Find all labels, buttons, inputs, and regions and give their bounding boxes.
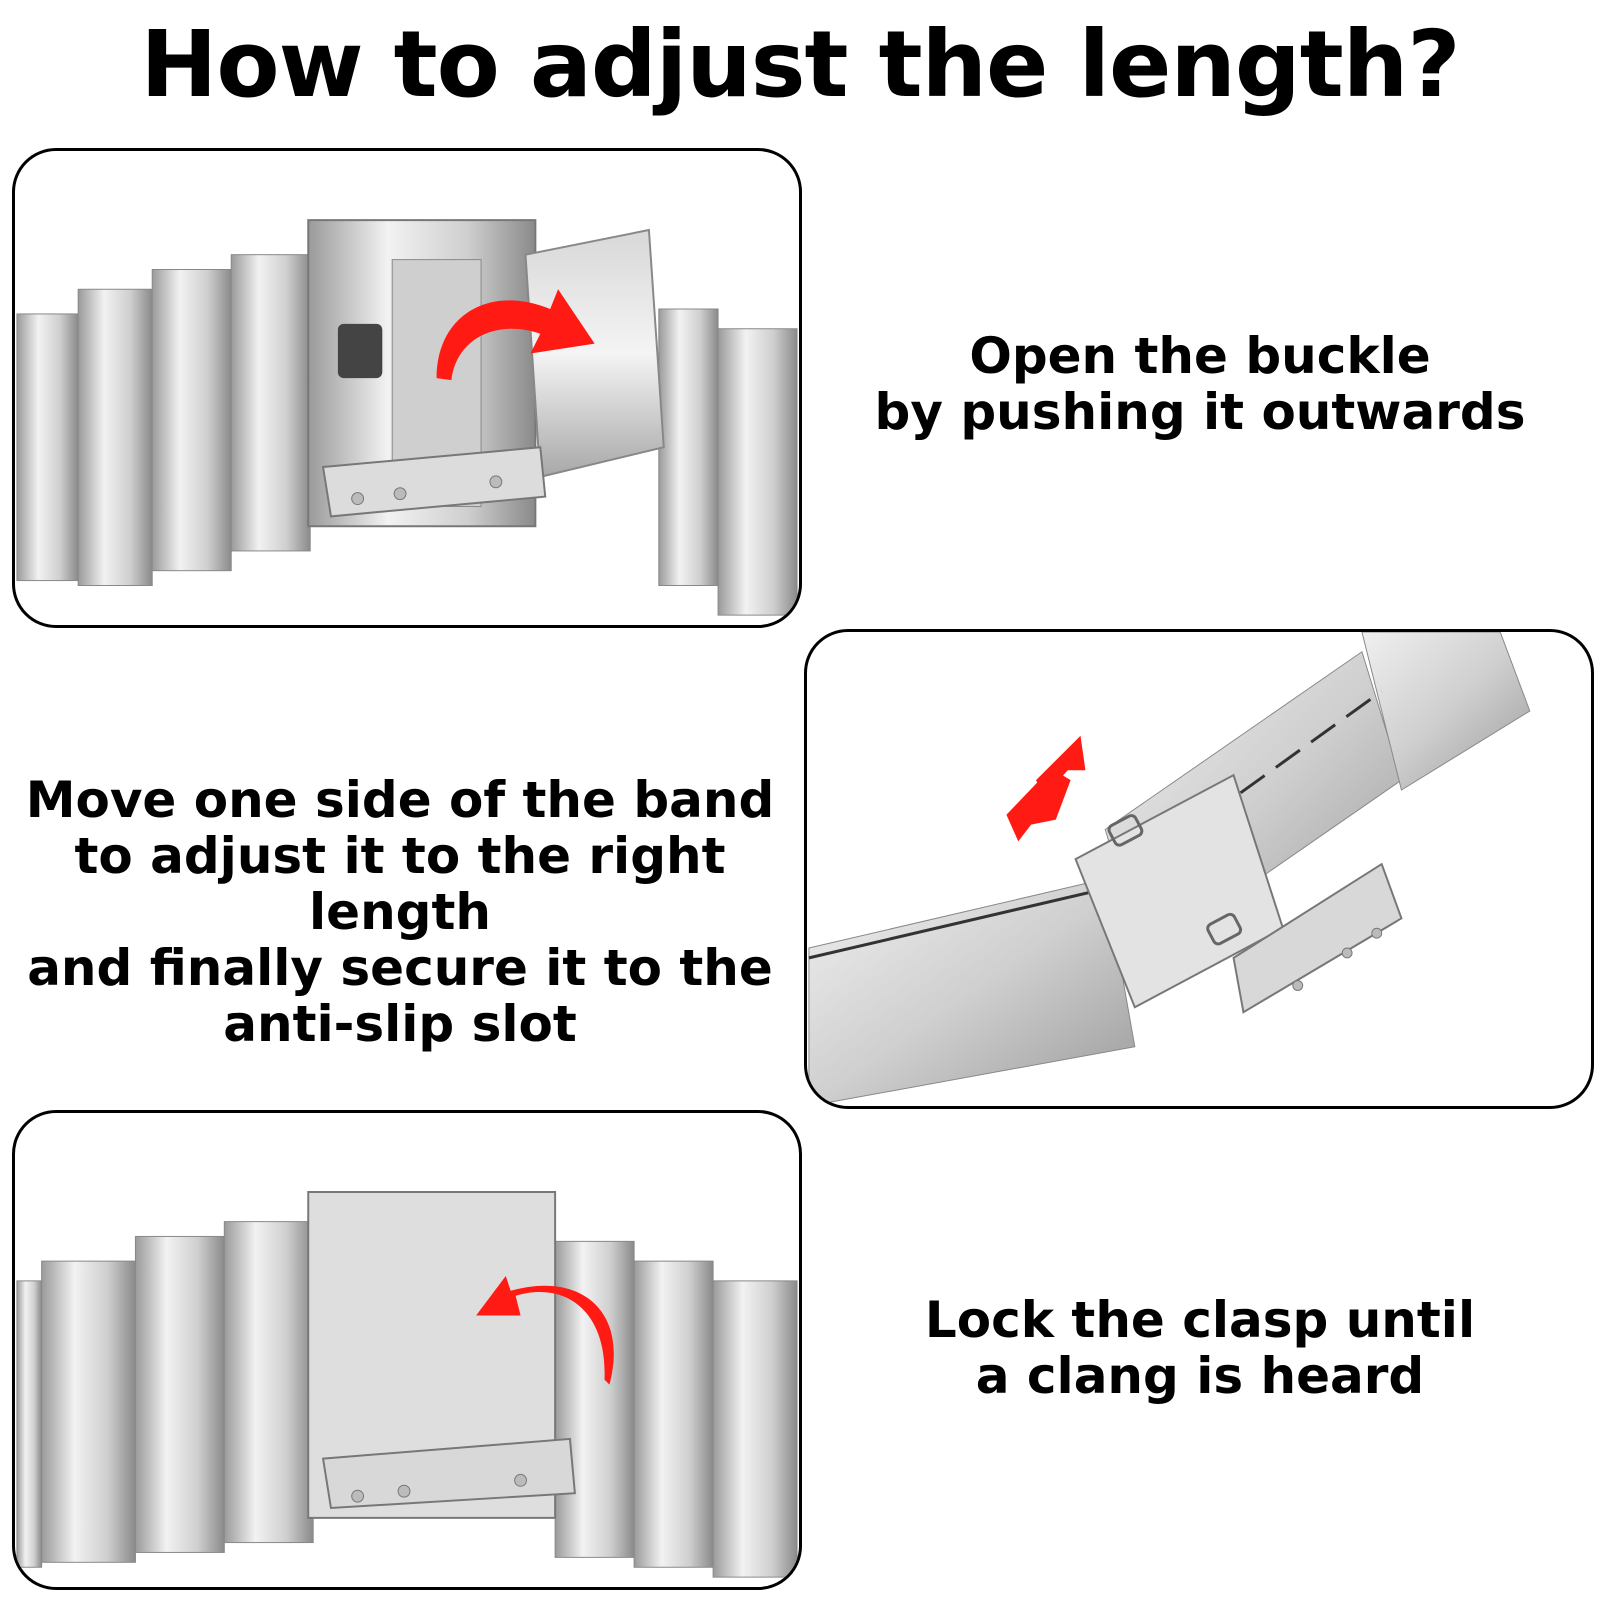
clasp-locked-illustration xyxy=(16,1191,798,1578)
page-title: How to adjust the length? xyxy=(140,11,1460,118)
step-1-image-panel xyxy=(12,148,802,628)
buckle-open-illustration xyxy=(16,219,798,616)
curved-right-arrow xyxy=(436,289,595,381)
step-2-line-4: anti-slip slot xyxy=(223,995,577,1053)
step-1-caption: Open the buckle by pushing it outwards xyxy=(820,328,1580,440)
band-links-left xyxy=(16,254,311,586)
band-links-right xyxy=(554,1240,798,1578)
clasp-end-plate xyxy=(1232,862,1403,1014)
step-2-image-panel xyxy=(804,629,1594,1109)
band-links-right xyxy=(658,308,798,616)
step-2-line-3: and finally secure it to the xyxy=(27,939,773,997)
step-3-image-panel xyxy=(12,1110,802,1590)
step-2-caption: Move one side of the band to adjust it t… xyxy=(0,772,800,1052)
step-2-line-1: Move one side of the band xyxy=(25,771,775,829)
band-links-left xyxy=(16,1221,314,1568)
band-slide-illustration xyxy=(808,632,1531,1106)
clasp-base-plate xyxy=(321,1437,576,1510)
step-3-line-1: Lock the clasp until xyxy=(924,1291,1476,1349)
step-1-line-1: Open the buckle xyxy=(969,327,1431,385)
clasp-base-plate xyxy=(321,446,547,518)
step-1-line-2: by pushing it outwards xyxy=(874,383,1526,441)
step-3-line-2: a clang is heard xyxy=(975,1347,1425,1405)
curved-left-arrow xyxy=(476,1275,614,1385)
clasp-slot xyxy=(337,323,383,379)
buckle-flap xyxy=(524,228,665,479)
step-2-line-2: to adjust it to the right length xyxy=(74,827,726,941)
double-slide-arrow xyxy=(1006,735,1086,842)
step-3-caption: Lock the clasp until a clang is heard xyxy=(820,1292,1580,1404)
